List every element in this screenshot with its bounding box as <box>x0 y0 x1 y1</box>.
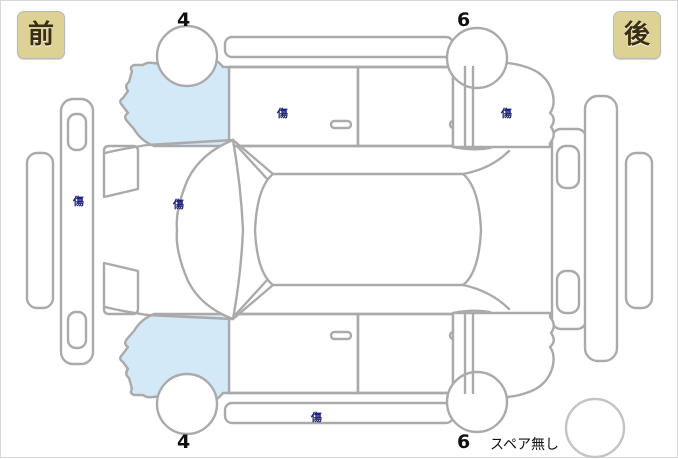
front-bumper-reinforcement <box>59 97 95 366</box>
front-bumper-outer <box>25 151 55 310</box>
front-bumper-slot-upper <box>66 112 88 152</box>
rear-door-upper <box>356 65 455 148</box>
a-pillar-lower <box>231 283 275 321</box>
wheel-rear-left <box>445 26 509 90</box>
body-front-right-sweep <box>103 305 235 321</box>
rear-bumper-outer <box>624 151 654 310</box>
front-direction-label: 前 <box>27 20 54 50</box>
rear-direction-badge: 後 <box>613 11 661 59</box>
door-handle-lower-front <box>329 330 353 341</box>
rear-bumper-reinforcement <box>583 94 619 363</box>
side-sill-upper <box>223 35 455 59</box>
spare-tire-circle <box>564 397 626 459</box>
rear-lamp-lower <box>555 269 581 315</box>
headlight-lower-left <box>102 261 140 316</box>
front-door-lower <box>227 312 360 395</box>
rear-direction-label: 後 <box>623 20 650 50</box>
a-pillar-upper <box>231 138 275 176</box>
rear-body-upper <box>451 145 492 151</box>
wheel-front-left <box>155 24 219 88</box>
tire-tread-rear-left: 6 <box>457 9 471 31</box>
front-bumper-slot-lower <box>66 310 88 350</box>
c-pillar-lower <box>461 283 511 311</box>
roof-panel <box>253 172 483 287</box>
rear-body-lower <box>451 309 492 315</box>
side-sill-lower <box>223 401 455 425</box>
c-pillar-upper <box>461 149 511 176</box>
cowl-line-upper <box>231 138 245 321</box>
door-handle-upper-front <box>329 119 353 130</box>
front-direction-badge: 前 <box>17 11 65 59</box>
a-pillar-upper-2 <box>235 144 271 183</box>
a-pillar-lower-2 <box>235 276 271 315</box>
tire-tread-front-left: 4 <box>177 9 191 31</box>
damage-mark-front-left-fender: 傷 <box>173 198 184 211</box>
damage-mark-front-left-bumper: 傷 <box>73 195 84 208</box>
spare-tire-label: スペア無し <box>490 437 560 453</box>
headlight-upper-left <box>102 144 140 199</box>
tire-tread-rear-right: 6 <box>457 431 471 453</box>
tire-tread-front-right: 4 <box>177 431 191 453</box>
hood-outline <box>175 138 235 321</box>
body-front-left-sweep <box>103 138 235 155</box>
damage-mark-right-side-sill: 傷 <box>311 411 322 424</box>
rear-door-lower <box>356 312 455 395</box>
damage-mark-front-left-door: 傷 <box>277 107 288 120</box>
front-door-upper <box>227 65 360 148</box>
rear-lamp-upper <box>555 144 581 190</box>
damage-mark-rear-left-quarter: 傷 <box>501 107 512 120</box>
wheel-rear-right <box>445 370 509 434</box>
wheel-front-right <box>155 372 219 436</box>
